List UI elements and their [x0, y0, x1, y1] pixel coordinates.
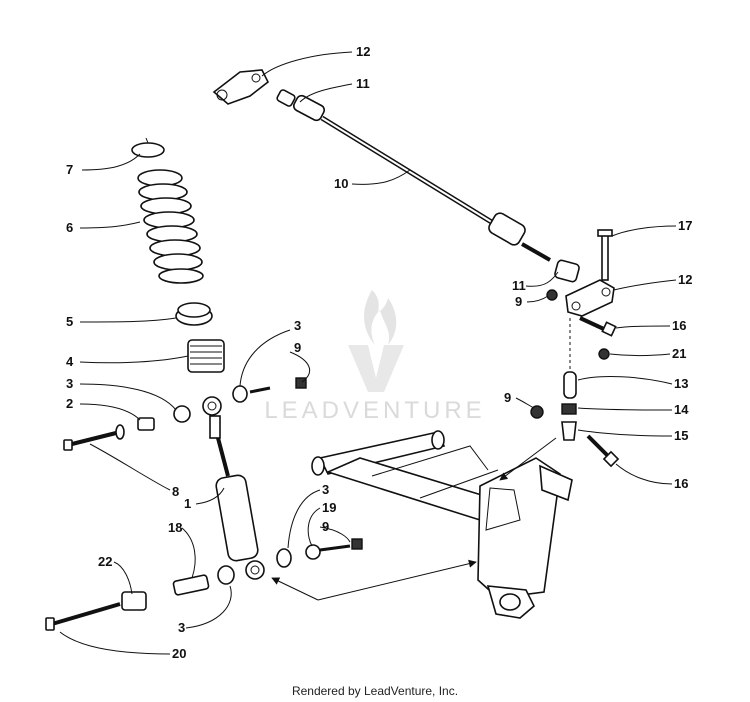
callout-21: 21 [672, 346, 686, 361]
callout-12-lower: 12 [678, 272, 692, 287]
callout-8: 8 [172, 484, 179, 499]
tie-rod-assembly [212, 69, 620, 468]
callout-6: 6 [66, 220, 73, 235]
callout-3-lower: 3 [178, 620, 185, 635]
callout-labels: 12 11 10 7 6 5 4 3 9 3 2 8 1 18 22 3 20 … [66, 44, 692, 661]
callout-15: 15 [674, 428, 688, 443]
callout-9-lower-left: 9 [515, 294, 522, 309]
suspension-arm [311, 430, 573, 619]
callout-13: 13 [674, 376, 688, 391]
callout-20: 20 [172, 646, 186, 661]
callout-3-upper: 3 [294, 318, 301, 333]
callout-18: 18 [168, 520, 182, 535]
callout-2: 2 [66, 396, 73, 411]
leadventure-watermark: LEADVENTURE [264, 290, 485, 424]
callout-11-lower: 11 [512, 278, 526, 293]
callout-22: 22 [98, 554, 112, 569]
callout-12-top: 12 [356, 44, 370, 59]
callout-16-upper: 16 [672, 318, 686, 333]
callout-9-upper: 9 [294, 340, 301, 355]
callout-11-top: 11 [356, 76, 370, 91]
callout-4: 4 [66, 354, 74, 369]
callout-1: 1 [184, 496, 191, 511]
callout-3-left: 3 [66, 376, 73, 391]
callout-14: 14 [674, 402, 689, 417]
leader-lines [59, 51, 677, 655]
rod-end-top [212, 69, 270, 105]
callout-9-mid: 9 [504, 390, 511, 405]
callout-5: 5 [66, 314, 73, 329]
callout-10: 10 [334, 176, 348, 191]
reference-arrows [271, 437, 557, 601]
watermark-text: LEADVENTURE [264, 397, 485, 424]
callout-16-lower: 16 [674, 476, 688, 491]
hardware-parts [45, 377, 363, 631]
callout-3-right: 3 [322, 482, 329, 497]
callout-7: 7 [66, 162, 73, 177]
shock-spring-stack [131, 137, 265, 580]
callout-9-right: 9 [322, 519, 329, 534]
callout-17: 17 [678, 218, 692, 233]
footer-credit: Rendered by LeadVenture, Inc. [291, 684, 459, 698]
callout-19: 19 [322, 500, 336, 515]
